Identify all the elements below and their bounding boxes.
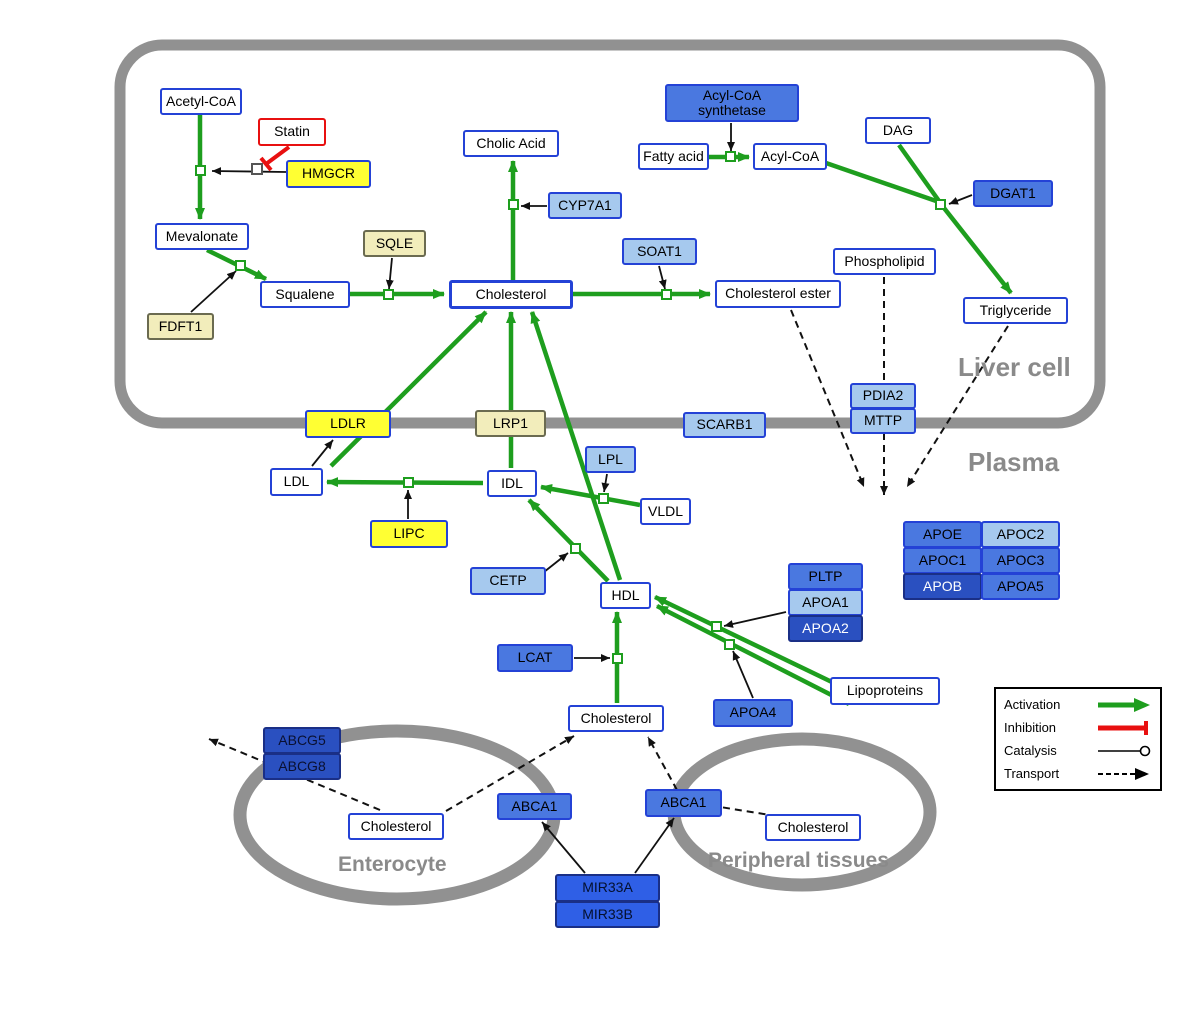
node-cetp[interactable]: CETP (470, 567, 546, 595)
node-pltp[interactable]: PLTP (788, 563, 863, 590)
node-fdft1[interactable]: FDFT1 (147, 313, 214, 340)
edge-hdl-cholesterol (529, 311, 623, 581)
node-lipc[interactable]: LIPC (370, 520, 448, 548)
node-cholesterol-peripheral[interactable]: Cholesterol (765, 814, 861, 841)
node-mttp[interactable]: MTTP (850, 408, 916, 434)
node-lcat[interactable]: LCAT (497, 644, 573, 672)
legend-activation-label: Activation (1004, 697, 1061, 712)
node-dgat1[interactable]: DGAT1 (973, 180, 1053, 207)
legend-inhibition-label: Inhibition (1004, 720, 1057, 735)
legend: Activation Inhibition Catalysis Transpor… (994, 687, 1162, 791)
legend-inhibition: Inhibition (1004, 720, 1152, 736)
node-apoc2[interactable]: APOC2 (981, 521, 1060, 548)
node-cholic-acid[interactable]: Cholic Acid (463, 130, 559, 157)
node-apoa4[interactable]: APOA4 (713, 699, 793, 727)
edge-lpl (601, 473, 610, 493)
node-statin[interactable]: Statin (258, 118, 326, 146)
edge-mir33-abca1-left (541, 821, 586, 874)
edge-fdft1 (190, 270, 237, 313)
edge-ldl-cholesterol (329, 310, 488, 468)
edge-hdl-idl (527, 498, 610, 583)
node-acetyl-coa[interactable]: Acetyl-CoA (160, 88, 242, 115)
legend-activation: Activation (1004, 697, 1152, 713)
node-vldl[interactable]: VLDL (640, 498, 691, 525)
node-abca1-liver[interactable]: ABCA1 (497, 793, 572, 820)
activation-edges (195, 115, 1013, 707)
node-dag[interactable]: DAG (865, 117, 931, 144)
edge-apoa4 (732, 650, 754, 699)
node-apoc1[interactable]: APOC1 (903, 547, 982, 574)
enterocyte-label: Enterocyte (338, 853, 447, 876)
node-cholesterol-enterocyte[interactable]: Cholesterol (348, 813, 444, 840)
node-abca1-peripheral[interactable]: ABCA1 (645, 789, 722, 817)
node-apoa2[interactable]: APOA2 (788, 615, 863, 642)
legend-catalysis-label: Catalysis (1004, 743, 1057, 758)
node-mevalonate[interactable]: Mevalonate (155, 223, 249, 250)
edge-sqle (385, 257, 394, 290)
node-ldlr[interactable]: LDLR (305, 410, 391, 438)
inhibition-edge (259, 145, 291, 172)
edge-hmgcr (211, 167, 287, 176)
node-idl[interactable]: IDL (487, 470, 537, 497)
node-acyl-coa[interactable]: Acyl-CoA (753, 143, 827, 170)
node-cholesterol-plasma[interactable]: Cholesterol (568, 705, 664, 732)
node-acyl-coa-synthetase[interactable]: Acyl-CoA synthetase (665, 84, 799, 122)
edge-ldl-ldlr (311, 439, 334, 467)
liver-cell-membrane (114, 39, 1106, 429)
edge-soat1 (658, 265, 667, 290)
catalysis-edges (190, 123, 973, 874)
node-cholesterol-ester[interactable]: Cholesterol ester (715, 280, 841, 308)
node-fatty-acid[interactable]: Fatty acid (638, 143, 709, 170)
node-mir33a[interactable]: MIR33A (555, 874, 660, 902)
edge-apoa-group (723, 611, 787, 628)
node-lpl[interactable]: LPL (585, 446, 636, 473)
node-sqle[interactable]: SQLE (363, 230, 426, 257)
node-pdia2[interactable]: PDIA2 (850, 383, 916, 409)
liver-cell-label: Liver cell (958, 352, 1071, 382)
plasma-label: Plasma (968, 447, 1060, 477)
node-scarb1[interactable]: SCARB1 (683, 412, 766, 438)
legend-catalysis: Catalysis (1004, 743, 1152, 759)
node-phospholipid[interactable]: Phospholipid (833, 248, 936, 275)
node-apob[interactable]: APOB (903, 573, 982, 600)
node-cholesterol-liver[interactable]: Cholesterol (449, 280, 573, 309)
node-abcg5[interactable]: ABCG5 (263, 727, 341, 754)
edge-lipoproteins-hdl-2 (655, 603, 851, 707)
node-mir33b[interactable]: MIR33B (555, 901, 660, 928)
edge-vldl-idl (540, 484, 641, 508)
catalysis-node (251, 163, 263, 175)
peripheral-tissues-label: Peripheral tissues (708, 849, 889, 872)
activation-glyph (1098, 697, 1150, 712)
node-apoe[interactable]: APOE (903, 521, 982, 548)
node-ldl[interactable]: LDL (270, 468, 323, 496)
node-cyp7a1[interactable]: CYP7A1 (548, 192, 622, 219)
node-hdl[interactable]: HDL (600, 582, 651, 609)
edge-mir33-abca1-right (634, 817, 675, 874)
node-lipoproteins[interactable]: Lipoproteins (830, 677, 940, 705)
node-abcg8[interactable]: ABCG8 (263, 753, 341, 780)
transport-glyph (1098, 767, 1149, 780)
node-squalene[interactable]: Squalene (260, 281, 350, 308)
inhibition-glyph (1098, 720, 1148, 735)
catalysis-glyph (1098, 745, 1151, 756)
node-soat1[interactable]: SOAT1 (622, 238, 697, 265)
node-apoa1[interactable]: APOA1 (788, 589, 863, 616)
edge-dgat1-cat (948, 194, 973, 205)
reaction-nodes (195, 151, 946, 664)
node-hmgcr[interactable]: HMGCR (286, 160, 371, 188)
edge-cetp (543, 552, 569, 573)
legend-transport-label: Transport (1004, 766, 1060, 781)
legend-transport: Transport (1004, 766, 1152, 782)
node-apoc3[interactable]: APOC3 (981, 547, 1060, 574)
edge-lipoproteins-hdl-1 (654, 594, 837, 687)
node-triglyceride[interactable]: Triglyceride (963, 297, 1068, 324)
edge-dgat1-triglyceride (942, 206, 1013, 295)
node-lrp1[interactable]: LRP1 (475, 410, 546, 437)
node-apoa5[interactable]: APOA5 (981, 573, 1060, 600)
